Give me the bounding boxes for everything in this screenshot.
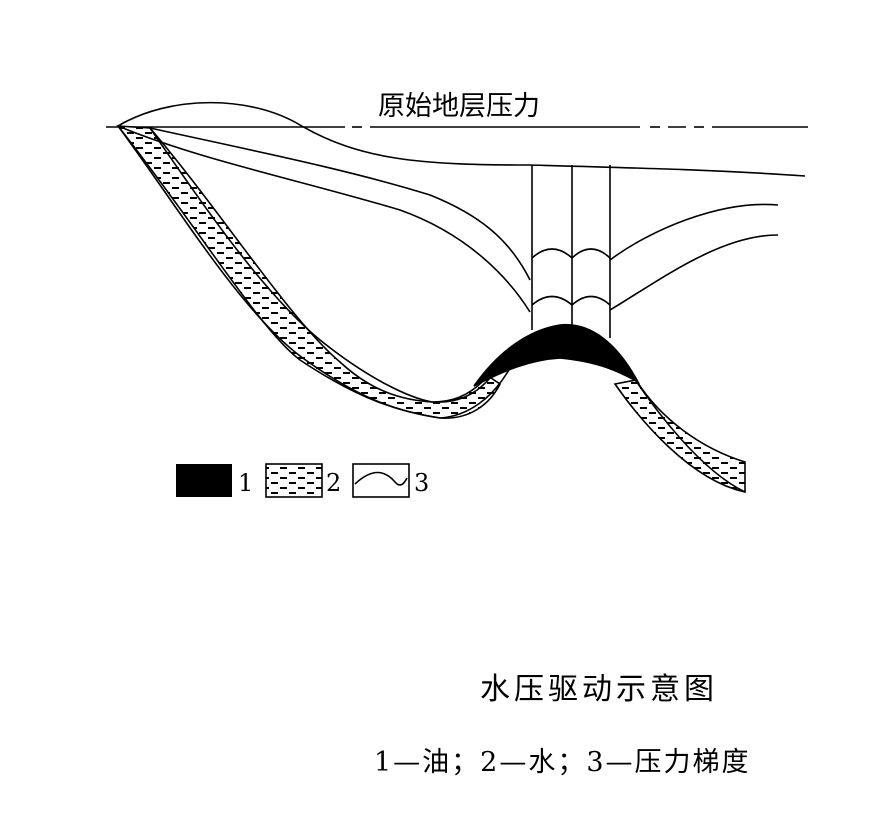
well-pressure-arcs xyxy=(531,248,611,307)
well-bores xyxy=(531,165,611,338)
water-layer-right xyxy=(613,379,746,493)
legend-label-3: 3 xyxy=(414,469,430,497)
caption-legend: 1—油；2—水；3—压力梯度 xyxy=(374,747,751,778)
pressure-profile-curves xyxy=(117,101,806,313)
water-layer-left xyxy=(116,125,502,419)
formation-lines xyxy=(117,125,746,493)
legend-label-2: 2 xyxy=(326,469,342,497)
caption-title: 水压驱动示意图 xyxy=(480,672,718,707)
legend-label-1: 1 xyxy=(238,469,254,497)
legend-water-symbol xyxy=(265,463,323,498)
oil-zone xyxy=(473,324,641,387)
pressure-label: 原始地层压力 xyxy=(378,91,540,122)
legend-oil-symbol xyxy=(176,464,232,497)
legend-pressure-symbol xyxy=(352,463,410,498)
